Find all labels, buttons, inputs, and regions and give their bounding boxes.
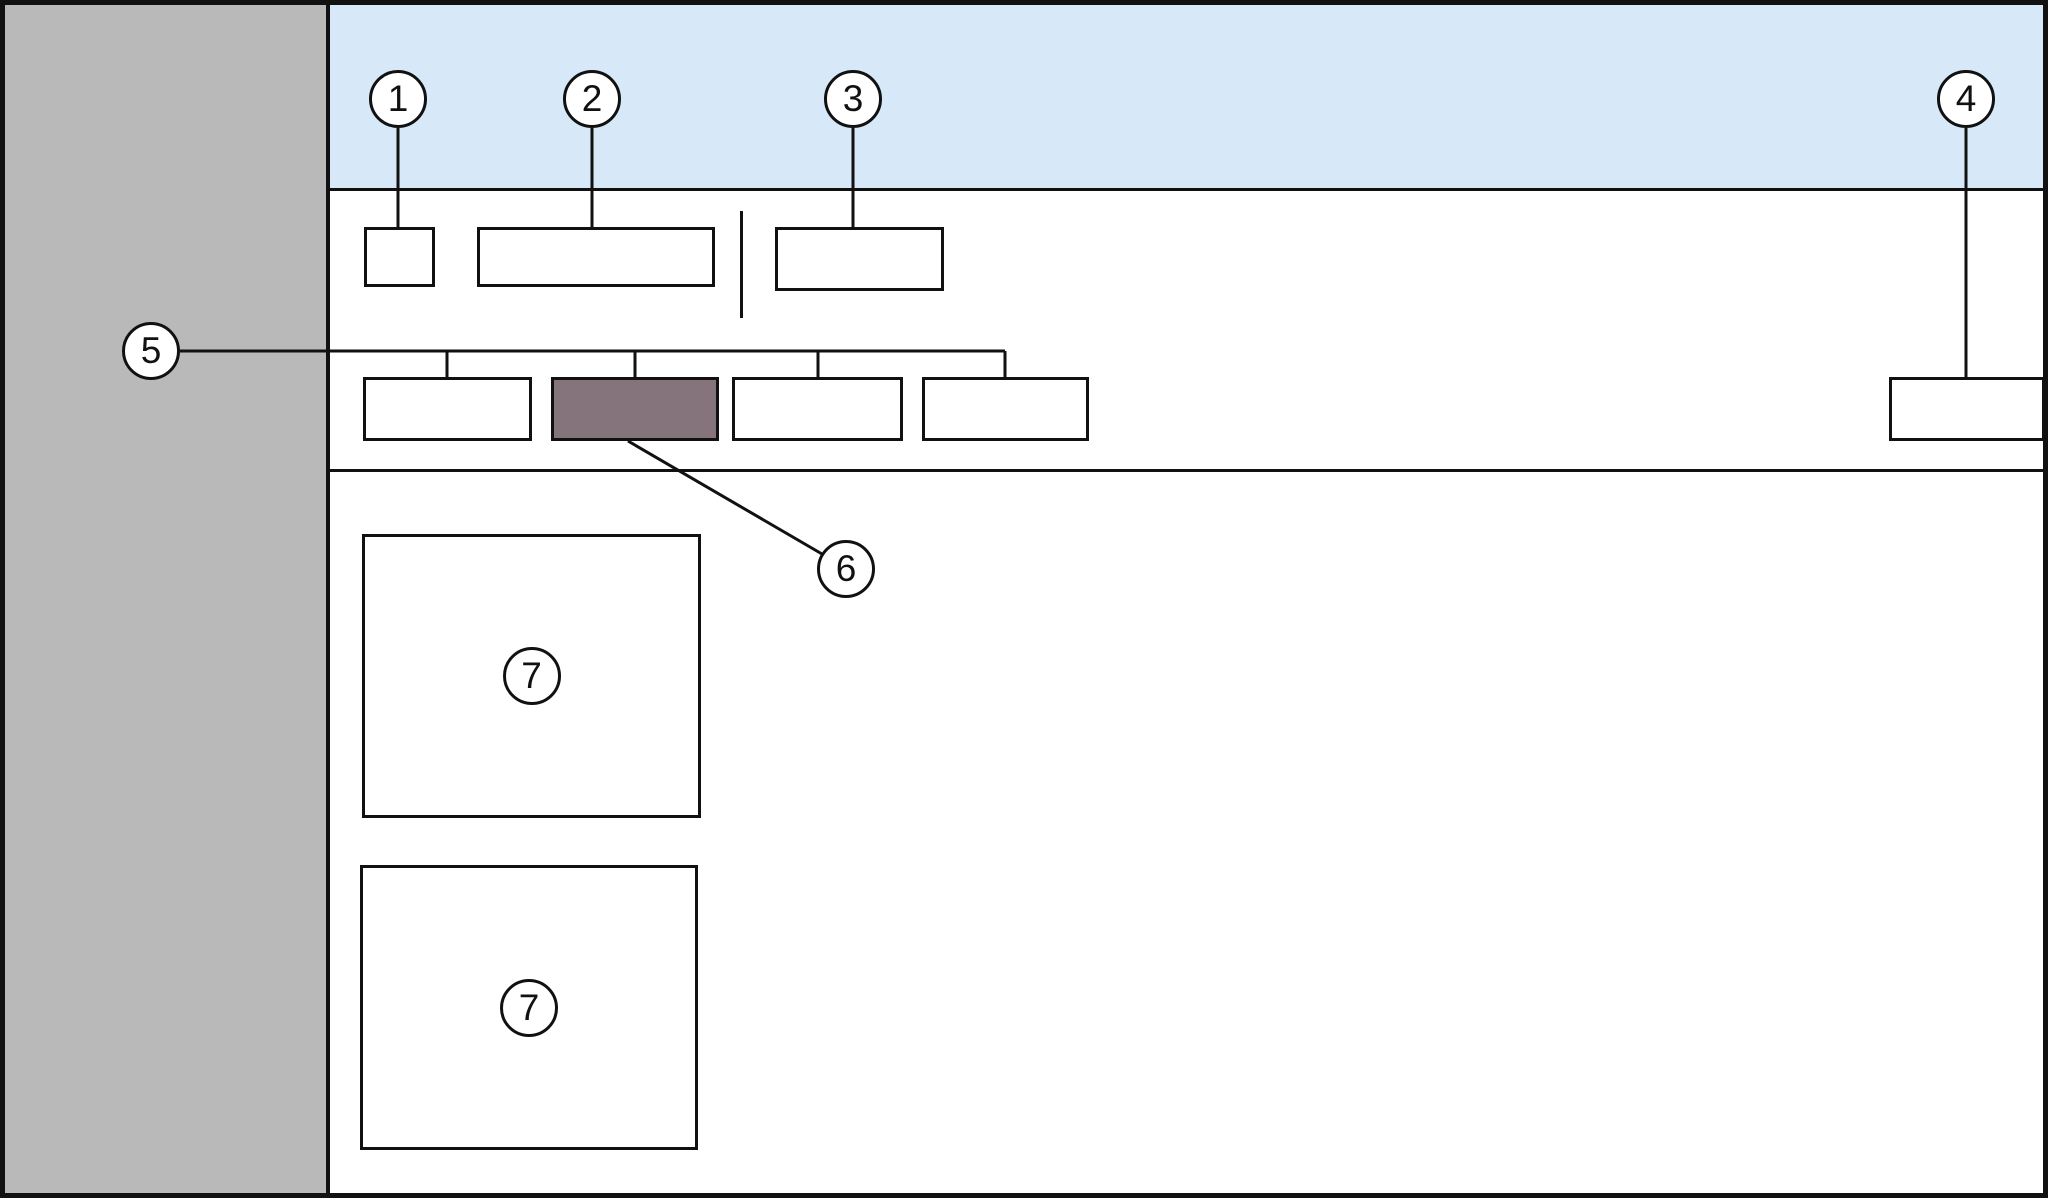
wireframe-tab-3 <box>732 377 903 441</box>
wireframe-toolbar-divider <box>740 211 743 318</box>
callout-marker-2: 2 <box>563 70 621 128</box>
wireframe-tab-4 <box>922 377 1089 441</box>
callout-marker-3: 3 <box>824 70 882 128</box>
wireframe-tab-1 <box>363 377 532 441</box>
callout-marker-7b: 7 <box>500 978 558 1037</box>
wireframe-sidebar <box>5 5 330 1193</box>
callout-marker-6: 6 <box>817 540 875 598</box>
wireframe-toolbar-button <box>775 227 944 291</box>
wireframe-content-block-2: 7 <box>360 865 698 1150</box>
wireframe-tab-2-selected <box>551 377 719 441</box>
callout-marker-4: 4 <box>1937 70 1995 128</box>
callout-marker-1: 1 <box>369 70 427 128</box>
wireframe-right-control <box>1889 377 2043 441</box>
callout-marker-7a: 7 <box>502 647 561 705</box>
wireframe-toolbar-small-button <box>364 227 435 287</box>
callout-marker-5: 5 <box>122 322 180 380</box>
wireframe-content-block-1: 7 <box>362 534 701 818</box>
wireframe-content-separator <box>330 469 2043 472</box>
wireframe-toolbar-field <box>477 227 715 287</box>
